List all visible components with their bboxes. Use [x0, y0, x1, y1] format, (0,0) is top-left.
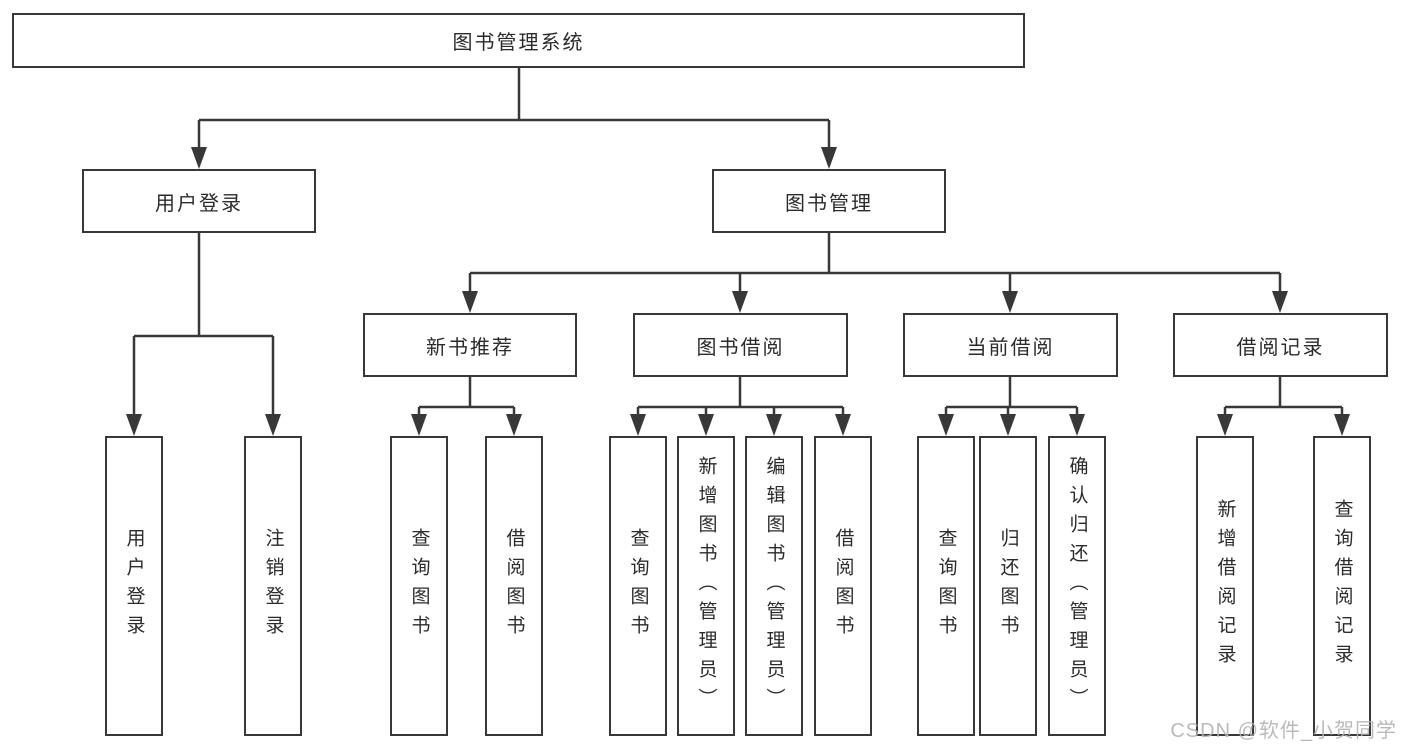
leaf-return-book: 归还图书	[979, 436, 1037, 736]
connector-root	[191, 68, 837, 169]
leaf-label: 借阅图书	[832, 528, 854, 644]
leaf-query-borrow-record: 查询借阅记录	[1313, 436, 1371, 736]
leaf-borrow-book-2: 借阅图书	[814, 436, 872, 736]
node-current-borrow: 当前借阅	[903, 313, 1118, 377]
arrowhead	[126, 414, 142, 436]
leaf-add-book-admin: 新增图书（管理员）	[677, 436, 735, 736]
node-label: 新书推荐	[426, 336, 514, 359]
arrowhead	[265, 414, 281, 436]
leaf-query-book-3: 查询图书	[917, 436, 975, 736]
leaf-label: 编辑图书（管理员）	[763, 455, 785, 717]
arrowhead	[732, 291, 748, 313]
node-label: 借阅记录	[1236, 336, 1325, 359]
arrowhead	[1069, 414, 1085, 436]
leaf-label: 新增图书（管理员）	[695, 455, 717, 717]
connector-book-borrow	[630, 377, 851, 436]
node-root: 图书管理系统	[12, 13, 1025, 68]
leaf-label: 用户登录	[123, 528, 145, 644]
arrowhead	[1272, 291, 1288, 313]
leaf-label: 借阅图书	[503, 528, 525, 644]
node-root-label: 图书管理系统	[452, 32, 585, 54]
connector-user-login	[126, 233, 281, 436]
connector-new-book	[411, 377, 522, 436]
node-book-management: 图书管理	[712, 169, 946, 233]
leaf-edit-book-admin: 编辑图书（管理员）	[745, 436, 803, 736]
leaf-label: 查询图书	[935, 528, 957, 644]
leaf-borrow-book-1: 借阅图书	[485, 436, 543, 736]
leaf-confirm-return-admin: 确认归还（管理员）	[1048, 436, 1106, 736]
arrowhead	[938, 414, 954, 436]
arrowhead	[506, 414, 522, 436]
node-label: 用户登录	[155, 192, 243, 215]
arrowhead	[766, 414, 782, 436]
arrowhead	[411, 414, 427, 436]
arrowhead	[1217, 414, 1233, 436]
node-label: 当前借阅	[966, 336, 1055, 359]
leaf-add-borrow-record: 新增借阅记录	[1196, 436, 1254, 736]
connector-current-borrow	[938, 377, 1085, 436]
leaf-label: 归还图书	[997, 528, 1019, 644]
arrowhead	[1000, 414, 1016, 436]
connector-borrow-record	[1217, 377, 1350, 436]
leaf-label: 查询借阅记录	[1331, 499, 1353, 673]
arrowhead	[191, 147, 207, 169]
node-label: 图书借阅	[696, 336, 785, 359]
node-borrow-record: 借阅记录	[1173, 313, 1388, 377]
leaf-label: 新增借阅记录	[1214, 499, 1236, 673]
leaf-label: 确认归还（管理员）	[1066, 455, 1088, 717]
leaf-query-book-2: 查询图书	[609, 436, 667, 736]
node-new-book-recommend: 新书推荐	[363, 313, 577, 377]
node-label: 图书管理	[785, 192, 873, 215]
arrowhead	[1334, 414, 1350, 436]
node-book-borrow: 图书借阅	[633, 313, 848, 377]
leaf-label: 查询图书	[627, 528, 649, 644]
node-user-login: 用户登录	[82, 169, 316, 233]
leaf-user-login: 用户登录	[105, 436, 163, 736]
leaf-query-book-1: 查询图书	[390, 436, 448, 736]
arrowhead	[630, 414, 646, 436]
connector-book-management	[462, 233, 1288, 313]
csdn-watermark: CSDN @软件_小贺同学	[1170, 720, 1397, 742]
leaf-label: 注销登录	[262, 528, 284, 644]
arrowhead	[698, 414, 714, 436]
arrowhead	[835, 414, 851, 436]
arrowhead	[462, 291, 478, 313]
leaf-logout: 注销登录	[244, 436, 302, 736]
arrowhead	[821, 147, 837, 169]
leaf-label: 查询图书	[408, 528, 430, 644]
arrowhead	[1002, 291, 1018, 313]
